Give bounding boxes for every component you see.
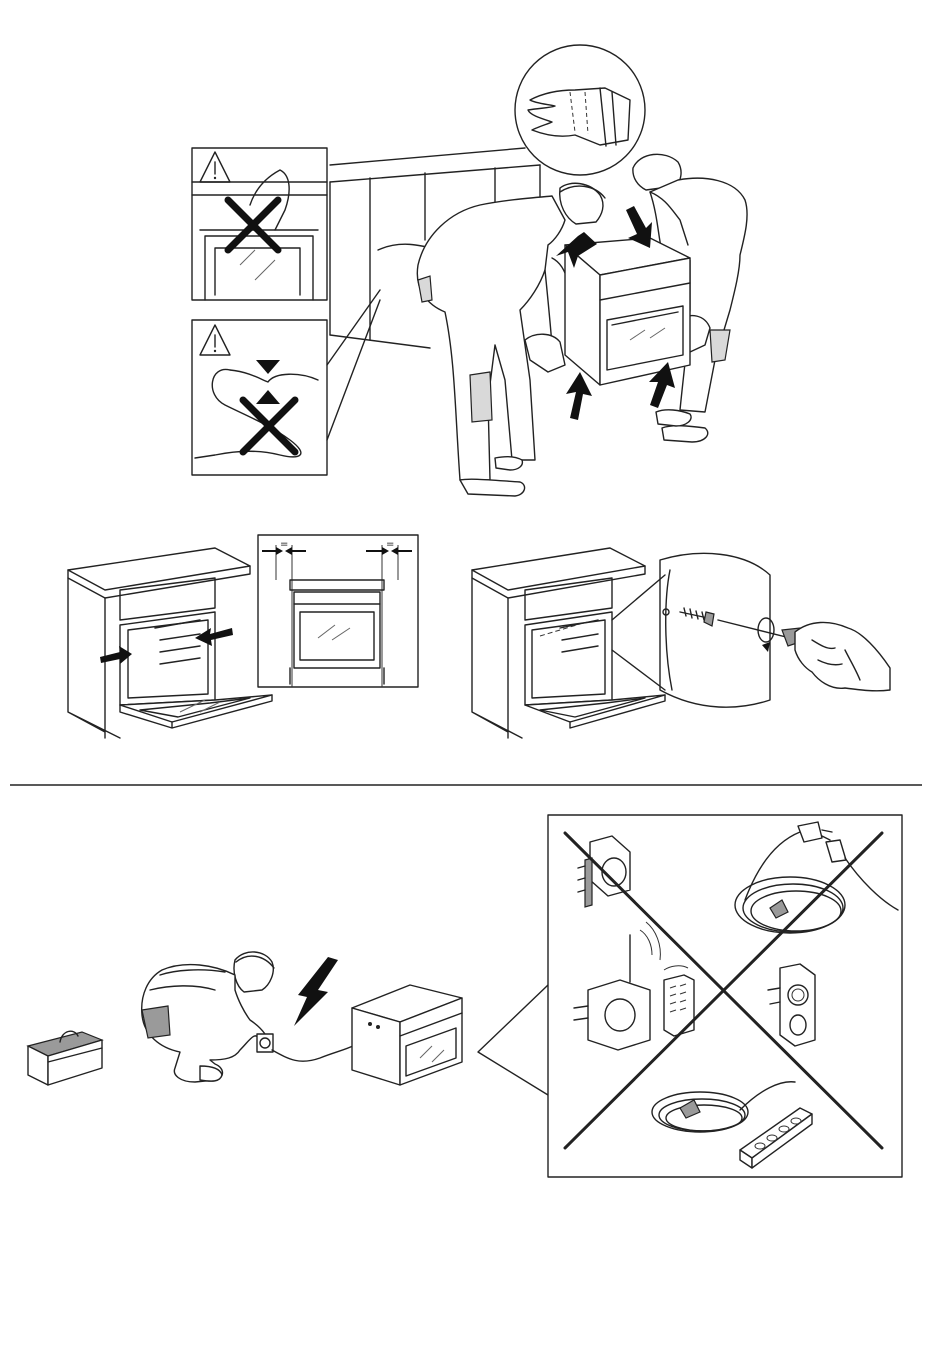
gap-right-label: = (386, 539, 394, 550)
gap-left-label: = (280, 539, 288, 550)
alignment-detail-box: = = (258, 535, 418, 687)
lifting-panel (192, 45, 747, 496)
arrow-left-icon (195, 628, 233, 646)
alignment-panel: = = (68, 535, 418, 738)
oven-unit (352, 985, 462, 1085)
lightning-icon (294, 957, 338, 1026)
warning-box-cable (192, 320, 327, 475)
cabinet-screw (472, 548, 665, 738)
warning-box-handle (192, 148, 327, 300)
arrow-up-icon (566, 372, 592, 420)
forbidden-accessories-panel (478, 815, 902, 1177)
cabinet-with-open-oven (68, 548, 272, 738)
gloves-callout (515, 45, 645, 175)
screw-fixing-panel (472, 548, 890, 738)
socket-icon (257, 1034, 273, 1052)
toolbox-icon (28, 1031, 102, 1085)
oven-lifted (565, 238, 690, 385)
screw-detail-callout (612, 553, 890, 707)
